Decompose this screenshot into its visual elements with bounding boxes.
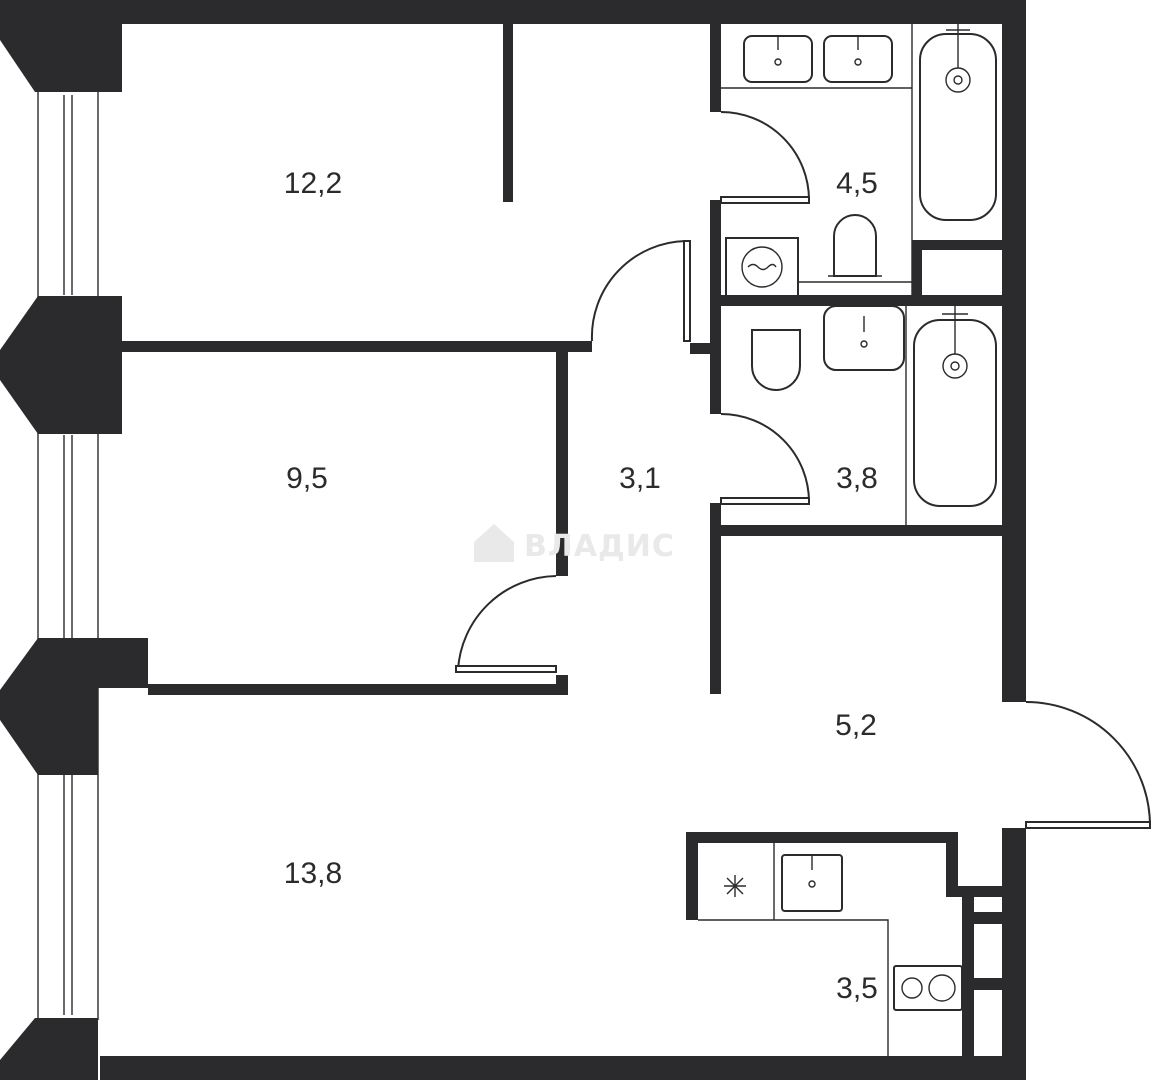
area-kitchen: 3,5 xyxy=(836,972,878,1005)
watermark-text: ВЛАДИС xyxy=(524,529,675,564)
top-wall xyxy=(100,0,1025,24)
kitchen-niche-bottom xyxy=(946,886,1006,897)
bottom-wall xyxy=(100,1056,1025,1080)
column-top xyxy=(0,0,122,92)
right-wall-lower xyxy=(1002,828,1026,1080)
door-leaf-bedroom2 xyxy=(455,665,557,673)
cooktop-icon xyxy=(893,965,963,1011)
room-labels: 12,2 9,5 13,8 3,1 5,2 4,5 3,8 3,5 xyxy=(284,167,878,1005)
toilet-icon xyxy=(751,329,801,391)
bath1-wall-top xyxy=(710,24,721,112)
bath1-wall-bottom xyxy=(710,200,721,305)
bathroom1-fixtures xyxy=(721,24,997,297)
area-bedroom-2: 9,5 xyxy=(286,462,328,495)
window-strip xyxy=(37,0,99,1080)
kitchen-right-column xyxy=(962,897,974,1056)
area-hall: 5,2 xyxy=(835,709,877,742)
column-lower xyxy=(0,638,148,775)
bedroom-partition xyxy=(122,341,592,352)
door-leaf-entrance xyxy=(1025,821,1151,829)
bathroom2-fixtures xyxy=(751,305,997,525)
vent-2 xyxy=(974,978,1004,990)
door-arc-bedroom1 xyxy=(590,240,687,342)
door-arc-bath2 xyxy=(720,413,810,503)
kitchen-niche-left xyxy=(946,832,958,892)
right-wall-upper xyxy=(1002,0,1026,702)
column-upper xyxy=(0,296,122,434)
living-partition xyxy=(148,684,558,695)
column-bottom xyxy=(0,1018,98,1080)
sink-icon xyxy=(823,305,905,371)
door-leaf-bedroom1 xyxy=(683,240,691,342)
toilet-icon xyxy=(833,214,877,277)
bath2-bottom-wall xyxy=(710,525,1004,536)
bath2-wall-top xyxy=(710,306,721,414)
outer-walls xyxy=(100,0,1026,1080)
vent-1 xyxy=(974,912,1004,924)
area-corridor: 3,1 xyxy=(619,462,661,495)
fridge-icon xyxy=(724,875,746,897)
bath2-wall-bottom xyxy=(710,503,721,525)
bath-divider xyxy=(710,295,1004,306)
door-leaf-bath1 xyxy=(720,196,810,204)
watermark: ВЛАДИС xyxy=(474,524,675,564)
corridor-wall-lower xyxy=(556,675,568,695)
corridor-return xyxy=(690,343,720,354)
kitchen-left-wall xyxy=(686,832,698,920)
shaft-top xyxy=(912,240,1004,250)
interior-walls xyxy=(122,24,1006,1056)
hall-wall xyxy=(710,536,721,694)
door-arc-entrance xyxy=(1025,701,1151,827)
area-bedroom-1: 12,2 xyxy=(284,167,342,200)
door-leaf-bath2 xyxy=(720,497,810,505)
area-living-room: 13,8 xyxy=(284,857,342,890)
facade-columns xyxy=(0,0,148,1080)
door-arc-bedroom2 xyxy=(457,575,557,671)
bedroom1-stub-wall xyxy=(503,24,513,202)
area-bathroom-1: 4,5 xyxy=(836,167,878,200)
corridor-wall-upper xyxy=(556,341,568,576)
kitchen-top-wall xyxy=(686,832,956,843)
door-arc-bath1 xyxy=(720,111,810,201)
kitchen-fixtures xyxy=(698,843,963,1056)
shaft-left xyxy=(912,240,922,300)
area-bathroom-2: 3,8 xyxy=(836,462,878,495)
doors xyxy=(455,111,1151,829)
house-logo-icon xyxy=(474,524,514,562)
